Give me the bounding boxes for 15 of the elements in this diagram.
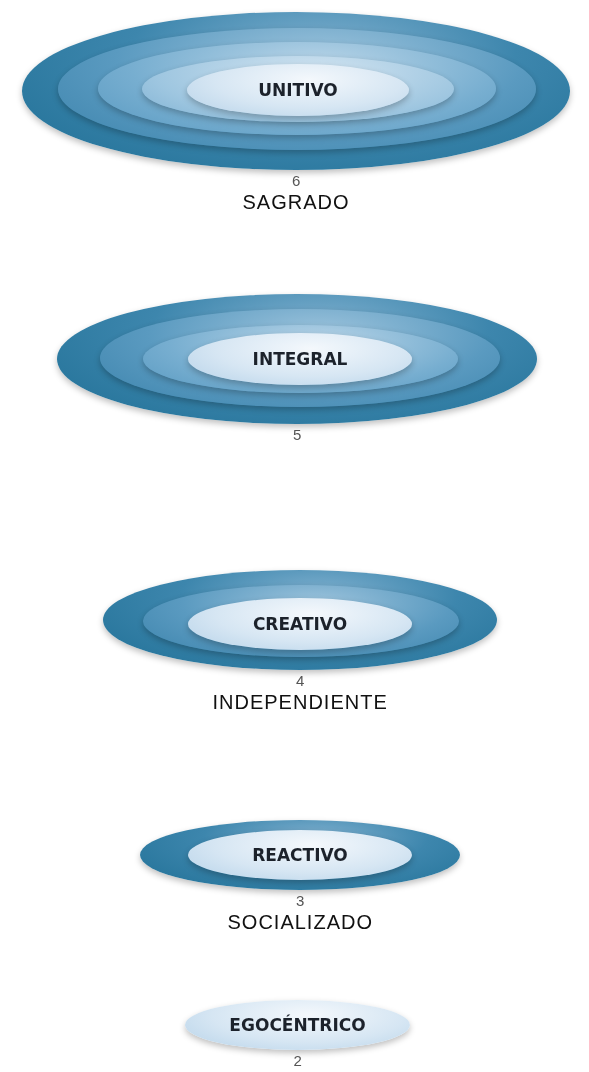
stage-label: CREATIVO [252, 614, 348, 634]
stage-label: INTEGRAL [252, 349, 348, 369]
stage-label: UNITIVO [258, 80, 338, 100]
stage-number: 3 [296, 892, 305, 909]
stage-name: SAGRADO [242, 191, 350, 214]
stage-number: 5 [293, 426, 302, 443]
stage-label: REACTIVO [252, 845, 348, 865]
stage-number: 2 [293, 1052, 302, 1069]
stage-ellipse [187, 64, 409, 116]
stage-label: EGOCÉNTRICO [229, 1015, 366, 1035]
stage-number: 6 [292, 172, 301, 189]
stage-number: 4 [296, 672, 305, 689]
stage-name: SOCIALIZADO [227, 911, 373, 934]
stage-ellipse [188, 333, 412, 385]
stage-name: INDEPENDIENTE [212, 691, 388, 714]
